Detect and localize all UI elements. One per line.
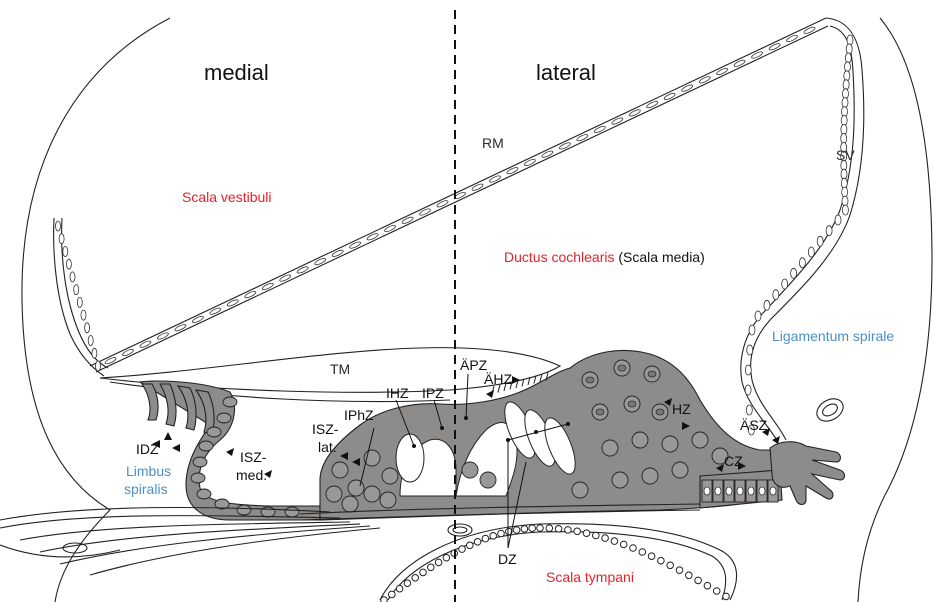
- label-lateral: lateral: [536, 60, 596, 85]
- label-cz: CZ: [724, 453, 743, 469]
- nerve-fibres: [0, 507, 380, 575]
- label-ipz: IPZ: [422, 385, 444, 401]
- label-limbus-1: Limbus: [126, 463, 171, 479]
- label-tm: TM: [330, 361, 350, 377]
- label-scala-vestibuli: Scala vestibuli: [182, 189, 272, 205]
- label-ductus-cochlearis: Ductus cochlearis (Scala media): [504, 249, 705, 265]
- label-hz: HZ: [672, 401, 691, 417]
- label-idz: IDZ: [136, 441, 159, 457]
- claudius-region: [700, 470, 782, 508]
- label-iphz: IPhZ: [344, 407, 374, 423]
- label-dz: DZ: [498, 551, 517, 567]
- scala-tympani-lining: [380, 524, 737, 602]
- stria-vascularis: [741, 18, 864, 442]
- label-sv: SV: [836, 147, 855, 163]
- label-medial: medial: [204, 60, 269, 85]
- label-isz-lat-2: lat.: [318, 439, 337, 455]
- bony-wall-left: [22, 18, 170, 602]
- ligament-vessel: [813, 394, 847, 425]
- label-isz-med-2: med.: [236, 467, 267, 483]
- label-ahz: ÄHZ: [484, 371, 512, 387]
- label-ihz: IHZ: [386, 385, 409, 401]
- label-scala-tympani: Scala tympani: [546, 569, 634, 585]
- label-limbus-2: spiralis: [124, 481, 168, 497]
- label-isz-lat-1: ISZ-: [312, 421, 339, 437]
- inner-hair-cell: [396, 434, 424, 482]
- label-ductus-red: Ductus cochlearis: [504, 249, 615, 265]
- label-scala-media: (Scala media): [615, 249, 705, 265]
- label-ligamentum-spirale: Ligamentum spirale: [772, 328, 894, 344]
- label-rm: RM: [482, 135, 504, 151]
- limbus-membrane-strip: [54, 218, 108, 376]
- label-isz-med-1: ISZ-: [240, 449, 267, 465]
- label-asz: ÄSZ: [740, 417, 768, 433]
- bony-wall-right: [858, 18, 932, 602]
